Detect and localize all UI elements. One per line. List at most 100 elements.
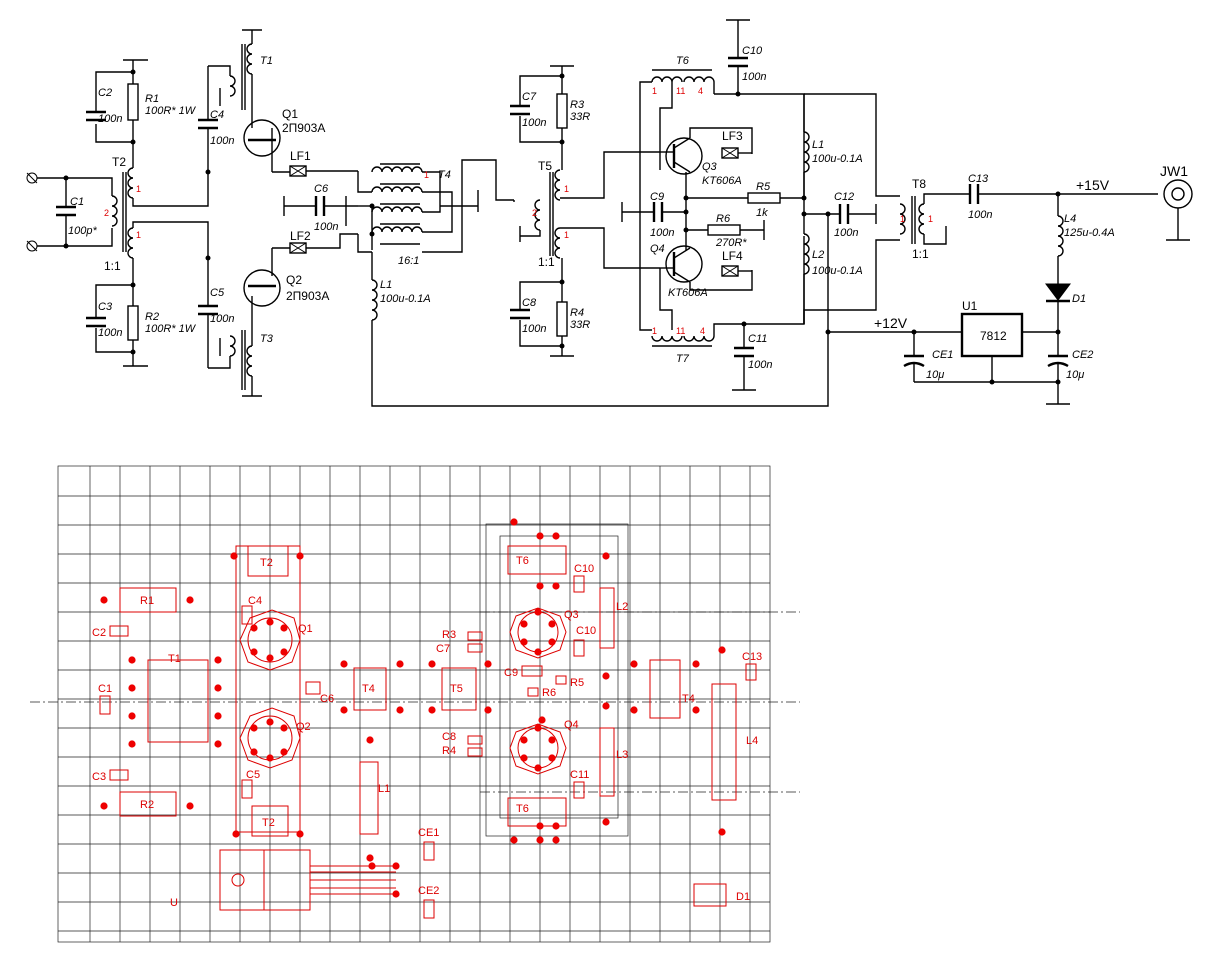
pcb-pad	[520, 620, 528, 628]
svg-text:4: 4	[700, 326, 705, 336]
pcb-label: C4	[248, 595, 262, 607]
l1-value: 100u-0.1A	[380, 293, 431, 305]
l2-ref: L2	[812, 249, 824, 261]
pcb-pad	[534, 608, 542, 616]
pcb-label: T6	[516, 555, 529, 567]
q4-ref: Q4	[650, 243, 665, 255]
t5-ref: T5	[538, 159, 552, 173]
t8-ratio: 1:1	[912, 247, 929, 261]
jw1-ref: JW1	[1160, 163, 1188, 179]
svg-text:1: 1	[564, 184, 569, 194]
svg-text:1: 1	[136, 184, 141, 194]
lf1-ref: LF1	[290, 149, 311, 163]
pcb-label: T4	[362, 683, 375, 695]
c12-value: 100n	[834, 227, 858, 239]
c7-value: 100n	[522, 117, 546, 129]
pcb-pad	[602, 818, 610, 826]
pcb-pad	[510, 518, 518, 526]
pcb-label: Q1	[298, 623, 313, 635]
pcb-label: R5	[570, 677, 584, 689]
r3-value: 33R	[570, 111, 590, 123]
pcb-pad	[128, 684, 136, 692]
r3-ref: R3	[570, 99, 585, 111]
t7-ref: T7	[676, 353, 690, 365]
c13-value: 100n	[968, 209, 992, 221]
c2-value: 100n	[98, 113, 122, 125]
svg-text:1: 1	[652, 326, 657, 336]
svg-text:11: 11	[676, 326, 685, 336]
pcb-pad	[296, 552, 304, 560]
r1-ref: R1	[145, 93, 159, 105]
c11-ref: C11	[748, 333, 767, 345]
pcb-pad	[602, 702, 610, 710]
pcb-pad	[510, 836, 518, 844]
pcb-pad	[128, 740, 136, 748]
t6-ref: T6	[676, 55, 690, 67]
pcb-label: Q3	[564, 609, 579, 621]
q1-ref: Q1	[282, 107, 298, 121]
pcb-label: C2	[92, 627, 106, 639]
r1-value: 100R* 1W	[145, 105, 197, 117]
lf4-ref: LF4	[722, 249, 743, 263]
q3-ref: Q3	[702, 161, 718, 173]
pcb-pad	[548, 638, 556, 646]
pcb-pad	[534, 764, 542, 772]
q3-value: KT606A	[702, 175, 742, 187]
schematic-labels: C1 100p* C2 100n C3 100n R1 100R* 1W R2 …	[68, 45, 1188, 381]
c9-value: 100n	[650, 227, 674, 239]
pcb-pad	[552, 532, 560, 540]
pcb-pad	[548, 620, 556, 628]
c5-value: 100n	[210, 313, 234, 325]
pcb-label: Q4	[564, 719, 579, 731]
pcb-label: L4	[746, 735, 758, 747]
lf2-ref: LF2	[290, 229, 311, 243]
svg-text:4: 4	[698, 86, 703, 96]
pcb-pad	[520, 736, 528, 744]
pcb-pad	[232, 830, 240, 838]
pcb-pad	[128, 712, 136, 720]
ce2-value: 10μ	[1066, 369, 1084, 381]
pcb-pad	[100, 596, 108, 604]
r4-value: 33R	[570, 319, 590, 331]
pcb-pad	[536, 822, 544, 830]
d1-ref: D1	[1072, 293, 1086, 305]
schematic-wires	[26, 19, 1193, 407]
ce1-value: 10μ	[926, 369, 944, 381]
q4-value: KT606A	[668, 287, 708, 299]
svg-text:1: 1	[900, 214, 905, 224]
pcb-label: T2	[262, 817, 275, 829]
pcb-pad	[250, 724, 258, 732]
pcb-pad	[520, 754, 528, 762]
l4-ref: L4	[1064, 213, 1076, 225]
pcb-pad	[536, 582, 544, 590]
l2-value: 100u-0.1A	[812, 265, 863, 277]
pcb-pad	[534, 648, 542, 656]
pcb-label: L2	[616, 601, 628, 613]
pcb-pad	[340, 660, 348, 668]
c10-ref: C10	[742, 45, 763, 57]
pcb-label: D1	[736, 891, 750, 903]
t5-ratio: 1:1	[538, 255, 555, 269]
pcb-pad	[428, 706, 436, 714]
c3-value: 100n	[98, 327, 122, 339]
pcb-label: CE2	[418, 885, 439, 897]
pcb-label: T1	[168, 653, 181, 665]
pcb-pad	[230, 552, 238, 560]
t1-ref: T1	[260, 55, 273, 67]
pcb-pad	[186, 596, 194, 604]
pcb-pad	[718, 646, 726, 654]
pcb-label: T4	[682, 693, 695, 705]
t2-ref: T2	[112, 155, 126, 169]
pcb-pad	[214, 740, 222, 748]
c6-ref: C6	[314, 183, 329, 195]
plus15-label: +15V	[1076, 177, 1110, 193]
svg-text:1: 1	[564, 230, 569, 240]
c6-value: 100n	[314, 221, 338, 233]
t8-ref: T8	[912, 177, 926, 191]
t3-ref: T3	[260, 333, 274, 345]
plus12-label: +12V	[874, 315, 908, 331]
u1-value: 7812	[980, 329, 1007, 343]
pcb-label: C6	[320, 693, 334, 705]
l1-ref: L1	[380, 279, 392, 291]
